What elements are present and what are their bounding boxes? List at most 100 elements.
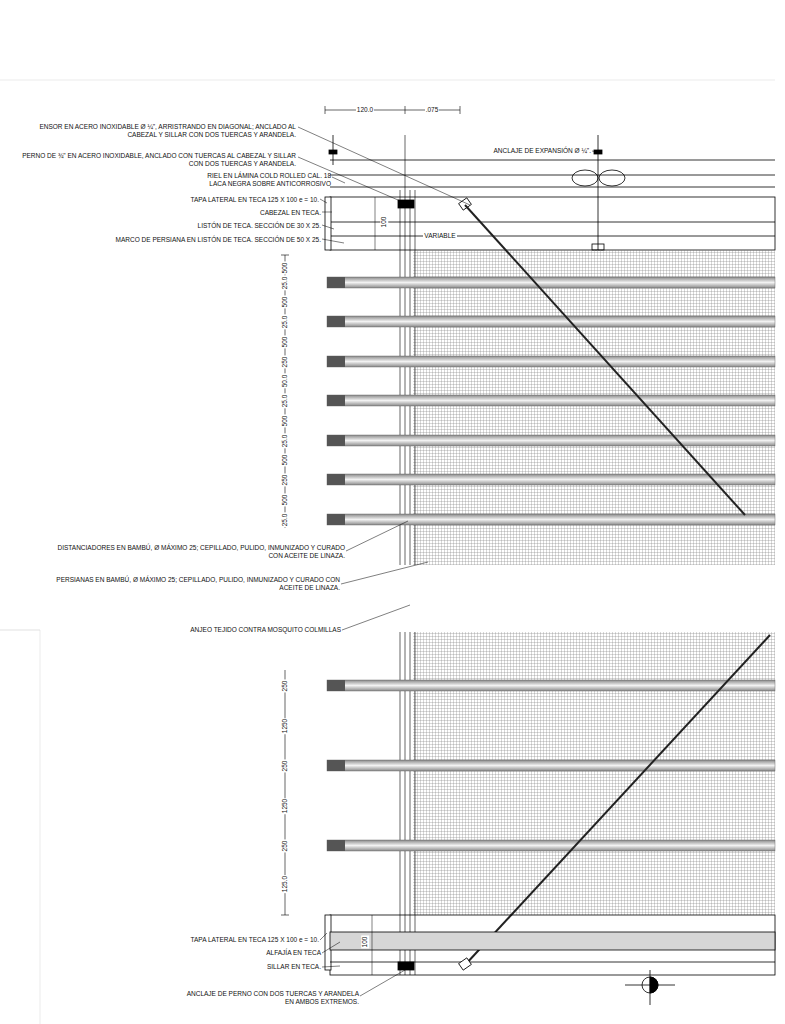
drawing-rect	[327, 316, 345, 327]
drawing-ellipse	[572, 170, 598, 186]
drawing-polyline	[342, 605, 410, 630]
dimension-text: 500	[281, 415, 289, 428]
callout-text: VARIABLE	[423, 232, 456, 240]
dimension-text: 25.0	[281, 276, 289, 291]
callout-text: SILLAR EN TECA.	[267, 963, 321, 971]
drawing-rect	[327, 395, 775, 406]
dimension-text: 250	[281, 680, 289, 693]
drawing-line	[281, 255, 289, 256]
callout-text: PERSIANAS EN BAMBÚ, Ø MÁXIMO 25; CEPILLA…	[40, 576, 340, 591]
drawing-line	[330, 222, 775, 223]
drawing-rect	[459, 958, 472, 970]
drawing-rect	[327, 760, 775, 771]
callout-text: ANCLAJE DE EXPANSIÓN Ø ¼".	[493, 147, 591, 155]
drawing-polyline	[322, 942, 340, 953]
drawing-rect	[327, 680, 775, 691]
drawing-rect	[398, 962, 414, 970]
drawing-polyline	[322, 966, 340, 967]
drawing-line	[330, 236, 775, 237]
dimension-text: 25.0	[281, 315, 289, 330]
drawing-rect	[327, 277, 345, 288]
drawing-rect	[327, 435, 775, 446]
drawing-polyline	[320, 199, 327, 203]
dimension-text: 500	[281, 454, 289, 467]
drawing-polyline	[341, 562, 428, 584]
drawing-line	[330, 962, 775, 963]
callout-text: RIEL EN LÁMINA COLD ROLLED CAL. 18 LACA …	[191, 172, 331, 187]
dimension-text: 500	[281, 262, 289, 275]
drawing-rect	[327, 474, 345, 485]
drawing-g	[329, 135, 625, 250]
callout-text: TAPA LATERAL EN TECA 125 X 100 e = 10.	[191, 936, 319, 944]
drawing-line	[375, 197, 376, 250]
drawing-rect	[327, 316, 775, 327]
dimension-text: 125.0	[281, 875, 289, 893]
dimension-text: 1250	[281, 798, 289, 814]
drawing-polyline	[322, 225, 334, 229]
dimension-text: 50.0	[281, 374, 289, 389]
drawing-rect	[327, 474, 775, 485]
drawing-line	[465, 635, 770, 965]
drawing-line	[0, 80, 775, 81]
drawing-g	[325, 160, 775, 250]
dimension-text: 100	[361, 936, 369, 949]
drawing-polyline	[346, 521, 408, 551]
drawing-polyline	[592, 151, 598, 152]
drawing-rect	[327, 356, 345, 367]
callout-text: MARCO DE PERSIANA EN LISTÓN DE TECA. SEC…	[116, 236, 321, 244]
drawing-polyline	[360, 970, 405, 996]
callout-text: ENSOR EN ACERO INOXIDABLE Ø ¼", ARRISTRA…	[16, 123, 296, 138]
drawing-g	[327, 277, 775, 851]
callout-text: ANCLAJE DE PERNO CON DOS TUERCAS Y ARAND…	[184, 990, 359, 1005]
dimension-text: 25.0	[281, 394, 289, 409]
dimension-text: 250	[281, 356, 289, 369]
drawing-polyline	[322, 239, 344, 243]
drawing-line	[330, 160, 775, 161]
drawing-polyline	[322, 212, 332, 213]
drawing-rect	[327, 514, 775, 525]
drawing-line	[465, 205, 745, 515]
dimension-text: 25.0	[281, 434, 289, 449]
dimension-text: 500	[281, 336, 289, 349]
callout-text: ANJEO TEJIDO CONTRA MOSQUITO COLMILLAS	[190, 626, 341, 634]
drawing-line	[330, 175, 775, 176]
callout-text: LISTÓN DE TECA. SECCIÓN DE 30 X 25.	[198, 222, 321, 230]
drawing-polyline	[320, 933, 327, 940]
drawing-rect	[459, 198, 472, 210]
drawing-g	[298, 127, 598, 996]
dimension-text: .075	[425, 106, 440, 114]
drawing-line	[325, 110, 460, 111]
drawing-line	[405, 135, 406, 565]
drawing-rect	[327, 760, 345, 771]
dimension-text: 250	[281, 474, 289, 487]
drawing-line	[400, 190, 401, 565]
drawing-rect	[592, 244, 604, 250]
callout-text: DISTANCIADORES EN BAMBÚ, Ø MÁXIMO 25; CE…	[45, 544, 345, 559]
drawing-rect	[413, 632, 775, 915]
drawing-rect	[327, 840, 345, 851]
dimension-text: 250	[281, 760, 289, 773]
drawing-line	[372, 915, 373, 975]
drawing-rect	[327, 395, 345, 406]
callout-text: PERNO DE ¾" EN ACERO INOXIDABLE, ANCLADO…	[16, 152, 296, 167]
drawing-g	[325, 915, 775, 1005]
drawing-rect	[327, 277, 775, 288]
drawing-line	[405, 106, 406, 114]
dimension-text: 500	[281, 296, 289, 309]
drawing-line	[40, 630, 41, 1024]
drawing-line	[460, 106, 461, 114]
dimension-text: 500	[281, 494, 289, 507]
drawing-line	[281, 915, 289, 916]
dimension-text: 250	[281, 840, 289, 853]
dimension-text: 100	[380, 216, 388, 229]
drawing-rect	[327, 680, 345, 691]
drawing-g	[327, 277, 345, 851]
drawing-rect	[325, 197, 331, 250]
drawing-line	[410, 190, 411, 565]
drawing-rect	[327, 840, 775, 851]
callout-text: TAPA LATERAL EN TECA 125 X 100 e = 10.	[191, 196, 319, 204]
dimension-text: 1250	[281, 718, 289, 734]
drawing-path	[650, 977, 658, 993]
drawing-rect	[327, 435, 345, 446]
drawing-rect	[330, 932, 775, 950]
